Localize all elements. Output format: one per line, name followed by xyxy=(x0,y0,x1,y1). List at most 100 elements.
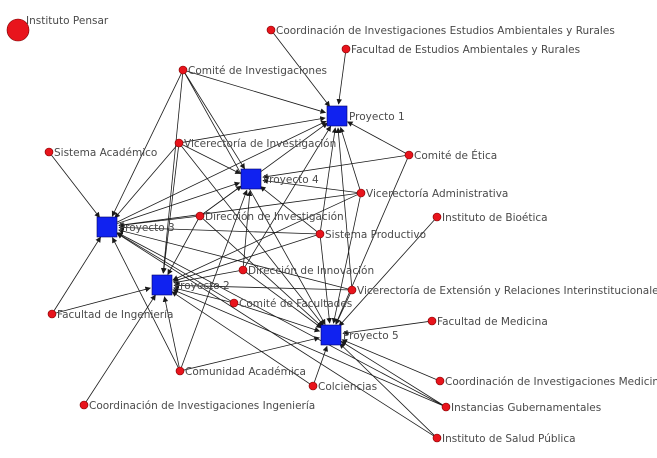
edge-vice_adm-to-proyecto1 xyxy=(339,126,361,190)
node-inst_gub[interactable]: Instancias Gubernamentales xyxy=(441,402,601,414)
node-comite_fac[interactable]: Comité de Facultades xyxy=(229,298,352,310)
actor-circle-marker[interactable] xyxy=(174,138,184,148)
node-comite_etica[interactable]: Comité de Ética xyxy=(404,149,497,162)
edge-inst_gub-to-proyecto3 xyxy=(117,232,443,406)
node-label-dir_inv: Dirección de Investigación xyxy=(205,211,344,223)
node-proyecto5[interactable]: Proyecto 5 xyxy=(320,324,399,346)
edge-com_acad-to-proyecto2 xyxy=(162,296,180,368)
node-label-sist_prod: Sistema Productivo xyxy=(325,229,426,241)
node-coord_med[interactable]: Coordinación de Investigaciones Medicina xyxy=(435,376,657,388)
node-inst_salud[interactable]: Instituto de Salud Pública xyxy=(432,433,576,445)
node-sist_prod[interactable]: Sistema Productivo xyxy=(315,229,426,241)
node-label-inst_salud: Instituto de Salud Pública xyxy=(442,433,576,445)
node-vice_inv[interactable]: Vicerectoría de Investigación xyxy=(174,138,336,150)
node-label-colciencias: Colciencias xyxy=(318,381,377,393)
actor-circle-marker[interactable] xyxy=(315,229,325,239)
node-fac_med[interactable]: Facultad de Medicina xyxy=(427,316,548,328)
node-com_acad[interactable]: Comunidad Académica xyxy=(175,366,306,378)
actor-circle-marker[interactable] xyxy=(341,44,351,54)
node-label-fac_amb: Facultad de Estudios Ambientales y Rural… xyxy=(351,44,580,56)
project-square-marker[interactable] xyxy=(320,324,342,346)
actor-circle-marker[interactable] xyxy=(266,25,276,35)
node-label-comite_fac: Comité de Facultades xyxy=(239,298,352,310)
node-vice_adm[interactable]: Vicerectoría Administrativa xyxy=(356,188,508,200)
actor-circle-marker[interactable] xyxy=(441,402,451,412)
node-label-proyecto4: Proyecto 4 xyxy=(263,174,319,186)
project-square-marker[interactable] xyxy=(96,216,118,238)
node-vice_ext[interactable]: Vicerectoría de Extensión y Relaciones I… xyxy=(347,285,657,297)
edge-inst_salud-to-proyecto3 xyxy=(116,233,434,437)
edge-dir_innov-to-proyecto5 xyxy=(245,272,322,329)
node-coord_amb[interactable]: Coordinación de Investigaciones Estudios… xyxy=(266,25,615,37)
edge-sist_prod-to-proyecto2 xyxy=(172,234,317,283)
node-dir_inv[interactable]: Dirección de Investigación xyxy=(195,211,344,223)
edge-fac_amb-to-proyecto1 xyxy=(336,52,346,105)
edge-coord_ing-to-proyecto2 xyxy=(85,294,156,402)
edge-fac_ing-to-proyecto3 xyxy=(53,236,101,311)
project-square-marker[interactable] xyxy=(326,105,348,127)
node-inst_bioetica[interactable]: Instituto de Bioética xyxy=(432,212,548,224)
edge-vice_inv-to-proyecto4 xyxy=(182,144,241,174)
actor-circle-marker[interactable] xyxy=(79,400,89,410)
actor-circle-marker[interactable] xyxy=(195,211,205,221)
node-fac_amb[interactable]: Facultad de Estudios Ambientales y Rural… xyxy=(341,44,580,56)
node-label-fac_ing: Facultad de Ingeniería xyxy=(57,309,173,321)
node-label-proyecto3: Proyecto 3 xyxy=(119,222,175,234)
edge-vice_adm-to-proyecto4 xyxy=(262,178,358,193)
node-coord_ing[interactable]: Coordinación de Investigaciones Ingenier… xyxy=(79,400,315,412)
node-sistema_acad[interactable]: Sistema Académico xyxy=(44,147,157,159)
actor-circle-marker[interactable] xyxy=(44,147,54,157)
actor-circle-marker[interactable] xyxy=(308,381,318,391)
node-label-vice_ext: Vicerectoría de Extensión y Relaciones I… xyxy=(357,285,657,297)
edge-sist_prod-to-proyecto5 xyxy=(320,237,332,324)
edge-vice_adm-to-proyecto5 xyxy=(331,196,361,324)
actor-circle-marker[interactable] xyxy=(427,316,437,326)
actor-circle-marker[interactable] xyxy=(435,376,445,386)
node-label-instituto_pensar: Instituto Pensar xyxy=(26,15,109,27)
actor-circle-marker[interactable] xyxy=(347,285,357,295)
edge-dir_innov-to-proyecto2 xyxy=(173,270,240,285)
actor-circle-marker[interactable] xyxy=(356,188,366,198)
node-label-coord_amb: Coordinación de Investigaciones Estudios… xyxy=(276,25,615,37)
actor-circle-marker[interactable] xyxy=(404,150,414,160)
edge-dir_inv-to-proyecto3 xyxy=(118,216,197,228)
actor-circle-marker[interactable] xyxy=(6,18,30,42)
actor-circle-marker[interactable] xyxy=(432,212,442,222)
edge-comite_inv-to-proyecto4 xyxy=(184,73,245,170)
node-comite_inv[interactable]: Comité de Investigaciones xyxy=(178,65,327,77)
node-colciencias[interactable]: Colciencias xyxy=(308,381,377,393)
node-proyecto4[interactable]: Proyecto 4 xyxy=(240,168,319,190)
edge-colciencias-to-proyecto5 xyxy=(313,345,328,383)
edge-inst_bioetica-to-proyecto5 xyxy=(338,219,435,327)
node-fac_ing[interactable]: Facultad de Ingeniería xyxy=(47,309,173,321)
node-label-dir_innov: Dirección de Innovación xyxy=(248,265,374,277)
actor-circle-marker[interactable] xyxy=(238,265,248,275)
node-instituto_pensar[interactable]: Instituto Pensar xyxy=(6,15,109,42)
actor-circle-marker[interactable] xyxy=(178,65,188,75)
actor-circle-marker[interactable] xyxy=(432,433,442,443)
edge-vice_ext-to-proyecto5 xyxy=(335,293,351,325)
actor-circle-marker[interactable] xyxy=(47,309,57,319)
edge-vice_inv-to-proyecto3 xyxy=(114,145,177,219)
edge-vice_inv-to-proyecto5 xyxy=(181,145,324,327)
edge-inst_salud-to-proyecto5 xyxy=(339,342,435,436)
edge-fac_ing-to-proyecto2 xyxy=(55,286,151,314)
edge-vice_adm-to-proyecto2 xyxy=(172,194,358,281)
edge-vice_ext-to-proyecto3 xyxy=(118,228,349,290)
edge-sist_prod-to-proyecto4 xyxy=(259,186,318,232)
node-proyecto3[interactable]: Proyecto 3 xyxy=(96,216,175,238)
node-proyecto2[interactable]: Proyecto 2 xyxy=(151,274,230,296)
edge-dir_inv-to-proyecto2 xyxy=(167,219,199,275)
node-label-inst_bioetica: Instituto de Bioética xyxy=(442,212,548,224)
actor-circle-marker[interactable] xyxy=(229,298,239,308)
edge-vice_inv-to-proyecto1 xyxy=(182,116,326,143)
edge-proyecto3-to-proyecto4 xyxy=(117,181,241,224)
actor-circle-marker[interactable] xyxy=(175,366,185,376)
project-square-marker[interactable] xyxy=(240,168,262,190)
edge-layer xyxy=(51,32,443,437)
node-dir_innov[interactable]: Dirección de Innovación xyxy=(238,265,374,277)
project-square-marker[interactable] xyxy=(151,274,173,296)
edge-com_acad-to-proyecto3 xyxy=(112,237,179,368)
node-proyecto1[interactable]: Proyecto 1 xyxy=(326,105,405,127)
edge-dir_innov-to-proyecto1 xyxy=(244,125,332,267)
